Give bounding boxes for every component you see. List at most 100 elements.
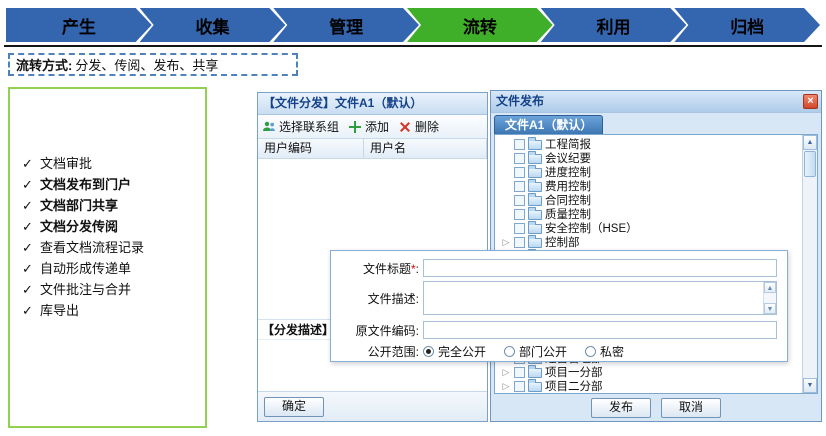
required-mark: *	[410, 261, 416, 276]
check-icon: ✓	[22, 303, 33, 318]
publish-window-title: 文件发布	[496, 94, 545, 108]
close-icon[interactable]: ×	[803, 94, 818, 109]
radio-label: 部门公开	[519, 345, 568, 359]
feature-item-label: 自动形成传递单	[40, 261, 132, 276]
feature-item: ✓文档发布到门户	[22, 174, 201, 195]
tree-item-label: 合同控制	[545, 195, 591, 207]
feature-item-label: 文档部门共享	[40, 198, 119, 213]
process-banner: 产生 收集 管理 流转 利用 归档	[6, 8, 820, 42]
tree-item-label: 安全控制（HSE）	[545, 223, 638, 235]
checkbox[interactable]	[514, 180, 525, 192]
tree-item[interactable]: ▷ 项目二分部	[501, 379, 802, 393]
file-code-input[interactable]	[423, 321, 777, 339]
tab-file-a1[interactable]: 文件A1（默认）	[494, 115, 604, 134]
select-contact-group-label: 选择联系组	[279, 120, 340, 134]
scroll-up-icon[interactable]: ▲	[764, 282, 776, 293]
tree-item[interactable]: 工程简报	[501, 137, 802, 151]
file-title-label: 文件标题*:	[362, 261, 419, 276]
folder-icon	[528, 193, 542, 206]
banner-step-archive: 归档	[674, 8, 820, 42]
delete-button-label: 删除	[415, 120, 440, 134]
radio-icon[interactable]	[504, 346, 516, 357]
publish-form-dialog: 文件标题*: 文件描述: ▲ ▼ 原文件编码: 公开范围: 完全公开 部门公开 …	[330, 250, 788, 362]
publish-window-titlebar[interactable]: 文件发布 ×	[491, 91, 821, 113]
checkbox[interactable]	[514, 152, 525, 164]
feature-item: ✓文档部门共享	[22, 195, 201, 216]
checkbox[interactable]	[514, 166, 525, 178]
file-desc-label: 文件描述:	[367, 291, 419, 306]
expand-icon[interactable]: ▷	[502, 380, 510, 391]
delete-button[interactable]: 删除	[398, 118, 439, 135]
tree-item[interactable]: 会议纪要	[501, 151, 802, 165]
tree-item-label: 控制部	[545, 237, 580, 249]
checkbox[interactable]	[514, 208, 525, 220]
banner-step-manage: 管理	[273, 8, 419, 42]
select-contact-group-button[interactable]: 选择联系组	[262, 118, 339, 135]
file-title-row: 文件标题*:	[339, 259, 777, 277]
radio-icon[interactable]	[585, 346, 597, 357]
folder-icon	[528, 221, 542, 234]
file-title-input[interactable]	[423, 259, 777, 277]
file-code-row: 原文件编码:	[339, 321, 777, 339]
tree-item[interactable]: ▷ 项目一分部	[501, 365, 802, 379]
folder-icon	[528, 207, 542, 220]
checkbox[interactable]	[514, 366, 525, 378]
tree-item[interactable]: 安全控制（HSE）	[501, 221, 802, 235]
scope-label: 公开范围:	[367, 345, 419, 359]
contacts-icon	[263, 121, 275, 131]
column-user-code[interactable]: 用户编码	[258, 139, 364, 158]
radio-department-public[interactable]: 部门公开	[504, 343, 567, 360]
feature-item-label: 文档分发传阅	[40, 219, 119, 234]
tree-item[interactable]: 合同控制	[501, 193, 802, 207]
banner-step-circulate-active: 流转	[407, 8, 553, 42]
tree-item-label: 工程简报	[545, 139, 591, 151]
check-icon: ✓	[22, 177, 33, 192]
check-icon: ✓	[22, 219, 33, 234]
radio-icon[interactable]	[423, 346, 434, 357]
tree-item[interactable]: ▷ 控制部	[501, 235, 802, 249]
expand-icon[interactable]: ▷	[502, 236, 510, 247]
checkbox[interactable]	[514, 236, 525, 248]
scroll-down-icon[interactable]: ▼	[764, 303, 776, 314]
checkbox[interactable]	[514, 194, 525, 206]
add-button-label: 添加	[365, 120, 390, 134]
check-icon: ✓	[22, 282, 33, 297]
cancel-button[interactable]: 取消	[661, 397, 721, 418]
column-user-name[interactable]: 用户名	[364, 139, 487, 158]
checkbox[interactable]	[514, 222, 525, 234]
expand-icon[interactable]: ▷	[502, 366, 510, 377]
scrollbar-thumb[interactable]	[804, 151, 816, 177]
radio-label: 完全公开	[438, 345, 487, 359]
tree-item[interactable]: 费用控制	[501, 179, 802, 193]
feature-item-label: 库导出	[40, 303, 80, 318]
divider-line	[4, 45, 822, 47]
feature-item: ✓文件批注与合并	[22, 279, 201, 300]
file-desc-textarea[interactable]: ▲ ▼	[423, 281, 777, 315]
scrollbar-track[interactable]	[803, 178, 817, 378]
tree-item[interactable]: 进度控制	[501, 165, 802, 179]
distribute-toolbar: 选择联系组 添加 删除	[258, 115, 487, 139]
radio-private[interactable]: 私密	[585, 343, 624, 360]
method-box-title: 流转方式:	[16, 58, 73, 73]
radio-fully-public[interactable]: 完全公开	[423, 343, 486, 360]
add-button[interactable]: 添加	[348, 118, 389, 135]
banner-step-produce: 产生	[6, 8, 152, 42]
publish-button[interactable]: 发布	[591, 397, 651, 418]
banner-step-utilize: 利用	[541, 8, 687, 42]
tree-item-label: 项目二分部	[545, 381, 603, 393]
tree-item[interactable]: 质量控制	[501, 207, 802, 221]
scroll-up-icon[interactable]: ▲	[803, 135, 817, 150]
ok-button[interactable]: 确定	[264, 396, 324, 417]
check-icon: ✓	[22, 156, 33, 171]
tree-item-label: 项目一分部	[545, 367, 603, 379]
folder-icon	[528, 179, 542, 192]
tree-scrollbar[interactable]: ▲ ▼	[802, 135, 817, 393]
checkbox[interactable]	[514, 380, 525, 392]
publish-tabstrip: 文件A1（默认）	[494, 115, 818, 134]
scroll-down-icon[interactable]: ▼	[803, 378, 817, 393]
checkbox[interactable]	[514, 138, 525, 150]
file-code-label: 原文件编码:	[355, 323, 419, 338]
textarea-scrollbar[interactable]: ▲ ▼	[763, 282, 776, 314]
distribute-window-titlebar[interactable]: 【文件分发】文件A1（默认）	[258, 93, 487, 115]
tree-item-label: 进度控制	[545, 167, 591, 179]
